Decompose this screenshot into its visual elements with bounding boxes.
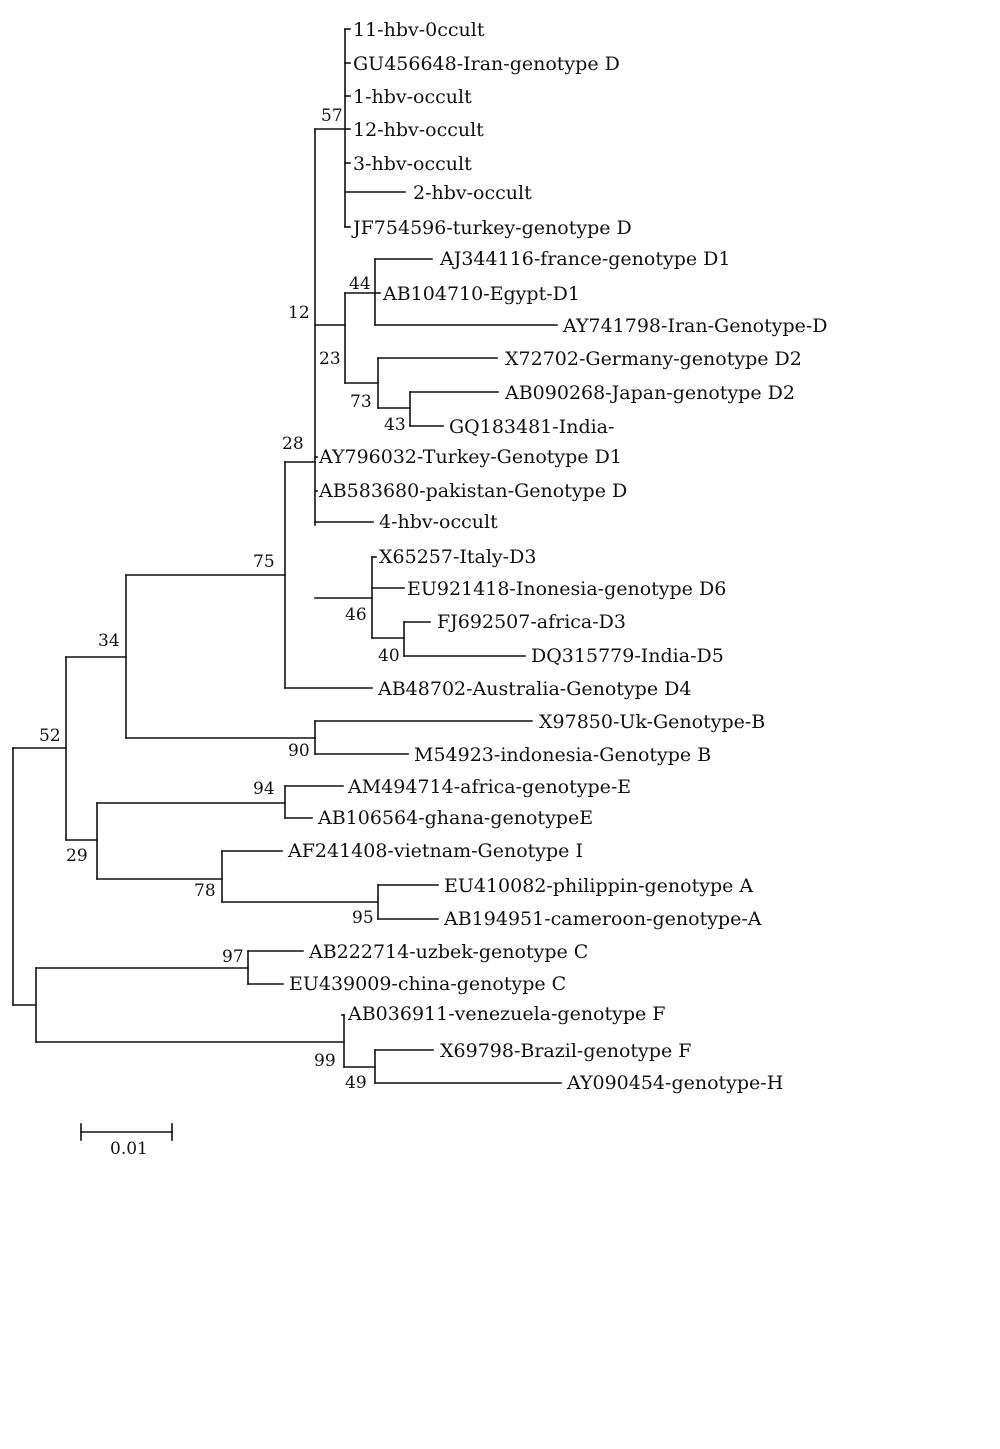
leaf-label: 2-hbv-occult [413, 182, 532, 204]
bootstrap-value: 49 [345, 1073, 367, 1093]
bootstrap-value: 95 [352, 908, 374, 928]
leaf-label: 3-hbv-occult [353, 153, 472, 175]
leaf-label: AB090268-Japan-genotype D2 [504, 382, 795, 404]
bootstrap-value: 90 [288, 741, 310, 761]
leaf-label: AB48702-Australia-Genotype D4 [377, 678, 691, 700]
leaf-label: 1-hbv-occult [353, 86, 472, 108]
leaf-label: AY090454-genotype-H [566, 1072, 783, 1094]
leaf-label: M54923-indonesia-Genotype B [414, 744, 711, 766]
leaf-label: AB106564-ghana-genotypeE [317, 807, 593, 829]
bootstrap-value: 57 [321, 106, 343, 126]
bootstrap-value: 99 [314, 1051, 336, 1071]
leaf-label: JF754596-turkey-genotype D [351, 217, 632, 239]
leaf-label: 4-hbv-occult [379, 511, 498, 533]
bootstrap-value: 46 [345, 605, 367, 625]
bootstrap-value: 97 [222, 947, 244, 967]
leaf-label: EU439009-china-genotype C [289, 973, 566, 995]
bootstrap-value: 44 [349, 274, 371, 294]
tree-labels: 11-hbv-0ccult GU456648-Iran-genotype D 1… [39, 19, 828, 1159]
tree-branches [12, 28, 562, 1141]
bootstrap-value: 52 [39, 726, 61, 746]
bootstrap-value: 43 [384, 415, 406, 435]
leaf-label: X65257-Italy-D3 [379, 546, 536, 568]
leaf-label: AY741798-Iran-Genotype-D [562, 315, 828, 337]
bootstrap-value: 23 [319, 349, 341, 369]
leaf-label: AB036911-venezuela-genotype F [347, 1003, 666, 1025]
leaf-label: AB194951-cameroon-genotype-A [443, 908, 762, 930]
leaf-label: AM494714-africa-genotype-E [347, 776, 631, 798]
leaf-label: GU456648-Iran-genotype D [353, 53, 620, 75]
leaf-label: AB222714-uzbek-genotype C [308, 941, 588, 963]
leaf-label: AF241408-vietnam-Genotype I [287, 840, 583, 862]
leaf-label: 12-hbv-occult [353, 119, 484, 141]
bootstrap-value: 34 [98, 631, 120, 651]
leaf-label: AB104710-Egypt-D1 [382, 283, 580, 305]
leaf-label: DQ315779-India-D5 [531, 645, 724, 667]
leaf-label: X72702-Germany-genotype D2 [505, 348, 802, 370]
leaf-label: X97850-Uk-Genotype-B [539, 711, 765, 733]
leaf-label: EU921418-Inonesia-genotype D6 [407, 578, 726, 600]
bootstrap-value: 78 [194, 881, 216, 901]
bootstrap-value: 75 [253, 552, 275, 572]
bootstrap-value: 40 [378, 646, 400, 666]
bootstrap-value: 94 [253, 779, 275, 799]
leaf-label: FJ692507-africa-D3 [437, 611, 626, 633]
bootstrap-value: 29 [66, 846, 88, 866]
leaf-label: GQ183481-India- [449, 416, 614, 438]
scale-bar-label: 0.01 [110, 1139, 148, 1159]
leaf-label: AY796032-Turkey-Genotype D1 [318, 446, 622, 468]
leaf-label: EU410082-philippin-genotype A [444, 875, 753, 897]
bootstrap-value: 12 [288, 303, 310, 323]
bootstrap-value: 28 [282, 434, 304, 454]
bootstrap-value: 73 [350, 392, 372, 412]
leaf-label: 11-hbv-0ccult [353, 19, 485, 41]
leaf-label: AB583680-pakistan-Genotype D [318, 480, 627, 502]
leaf-label: X69798-Brazil-genotype F [440, 1040, 691, 1062]
leaf-label: AJ344116-france-genotype D1 [439, 248, 731, 270]
